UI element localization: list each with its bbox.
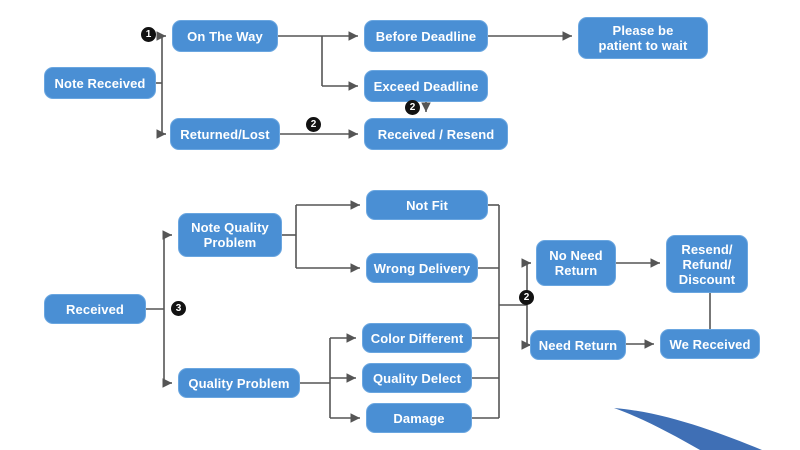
node-exceed-deadline[interactable]: Exceed Deadline: [364, 70, 488, 102]
step-marker-2-returned: 2: [306, 117, 321, 132]
node-resend-refund-discount[interactable]: Resend/ Refund/ Discount: [666, 235, 748, 293]
step-marker-1: 1: [141, 27, 156, 42]
node-note-received[interactable]: Note Received: [44, 67, 156, 99]
step-marker-2-exceed: 2: [405, 100, 420, 115]
node-we-received[interactable]: We Received: [660, 329, 760, 359]
node-note-quality-problem[interactable]: Note Quality Problem: [178, 213, 282, 257]
node-on-the-way[interactable]: On The Way: [172, 20, 278, 52]
step-marker-3: 3: [171, 301, 186, 316]
node-need-return[interactable]: Need Return: [530, 330, 626, 360]
node-not-fit[interactable]: Not Fit: [366, 190, 488, 220]
node-quality-delect[interactable]: Quality Delect: [362, 363, 472, 393]
node-received-resend[interactable]: Received / Resend: [364, 118, 508, 150]
node-please-be-patient[interactable]: Please be patient to wait: [578, 17, 708, 59]
node-wrong-delivery[interactable]: Wrong Delivery: [366, 253, 478, 283]
node-quality-problem[interactable]: Quality Problem: [178, 368, 300, 398]
node-no-need-return[interactable]: No Need Return: [536, 240, 616, 286]
node-color-different[interactable]: Color Different: [362, 323, 472, 353]
node-damage[interactable]: Damage: [366, 403, 472, 433]
node-before-deadline[interactable]: Before Deadline: [364, 20, 488, 52]
node-received[interactable]: Received: [44, 294, 146, 324]
step-marker-2-return: 2: [519, 290, 534, 305]
node-returned-lost[interactable]: Returned/Lost: [170, 118, 280, 150]
